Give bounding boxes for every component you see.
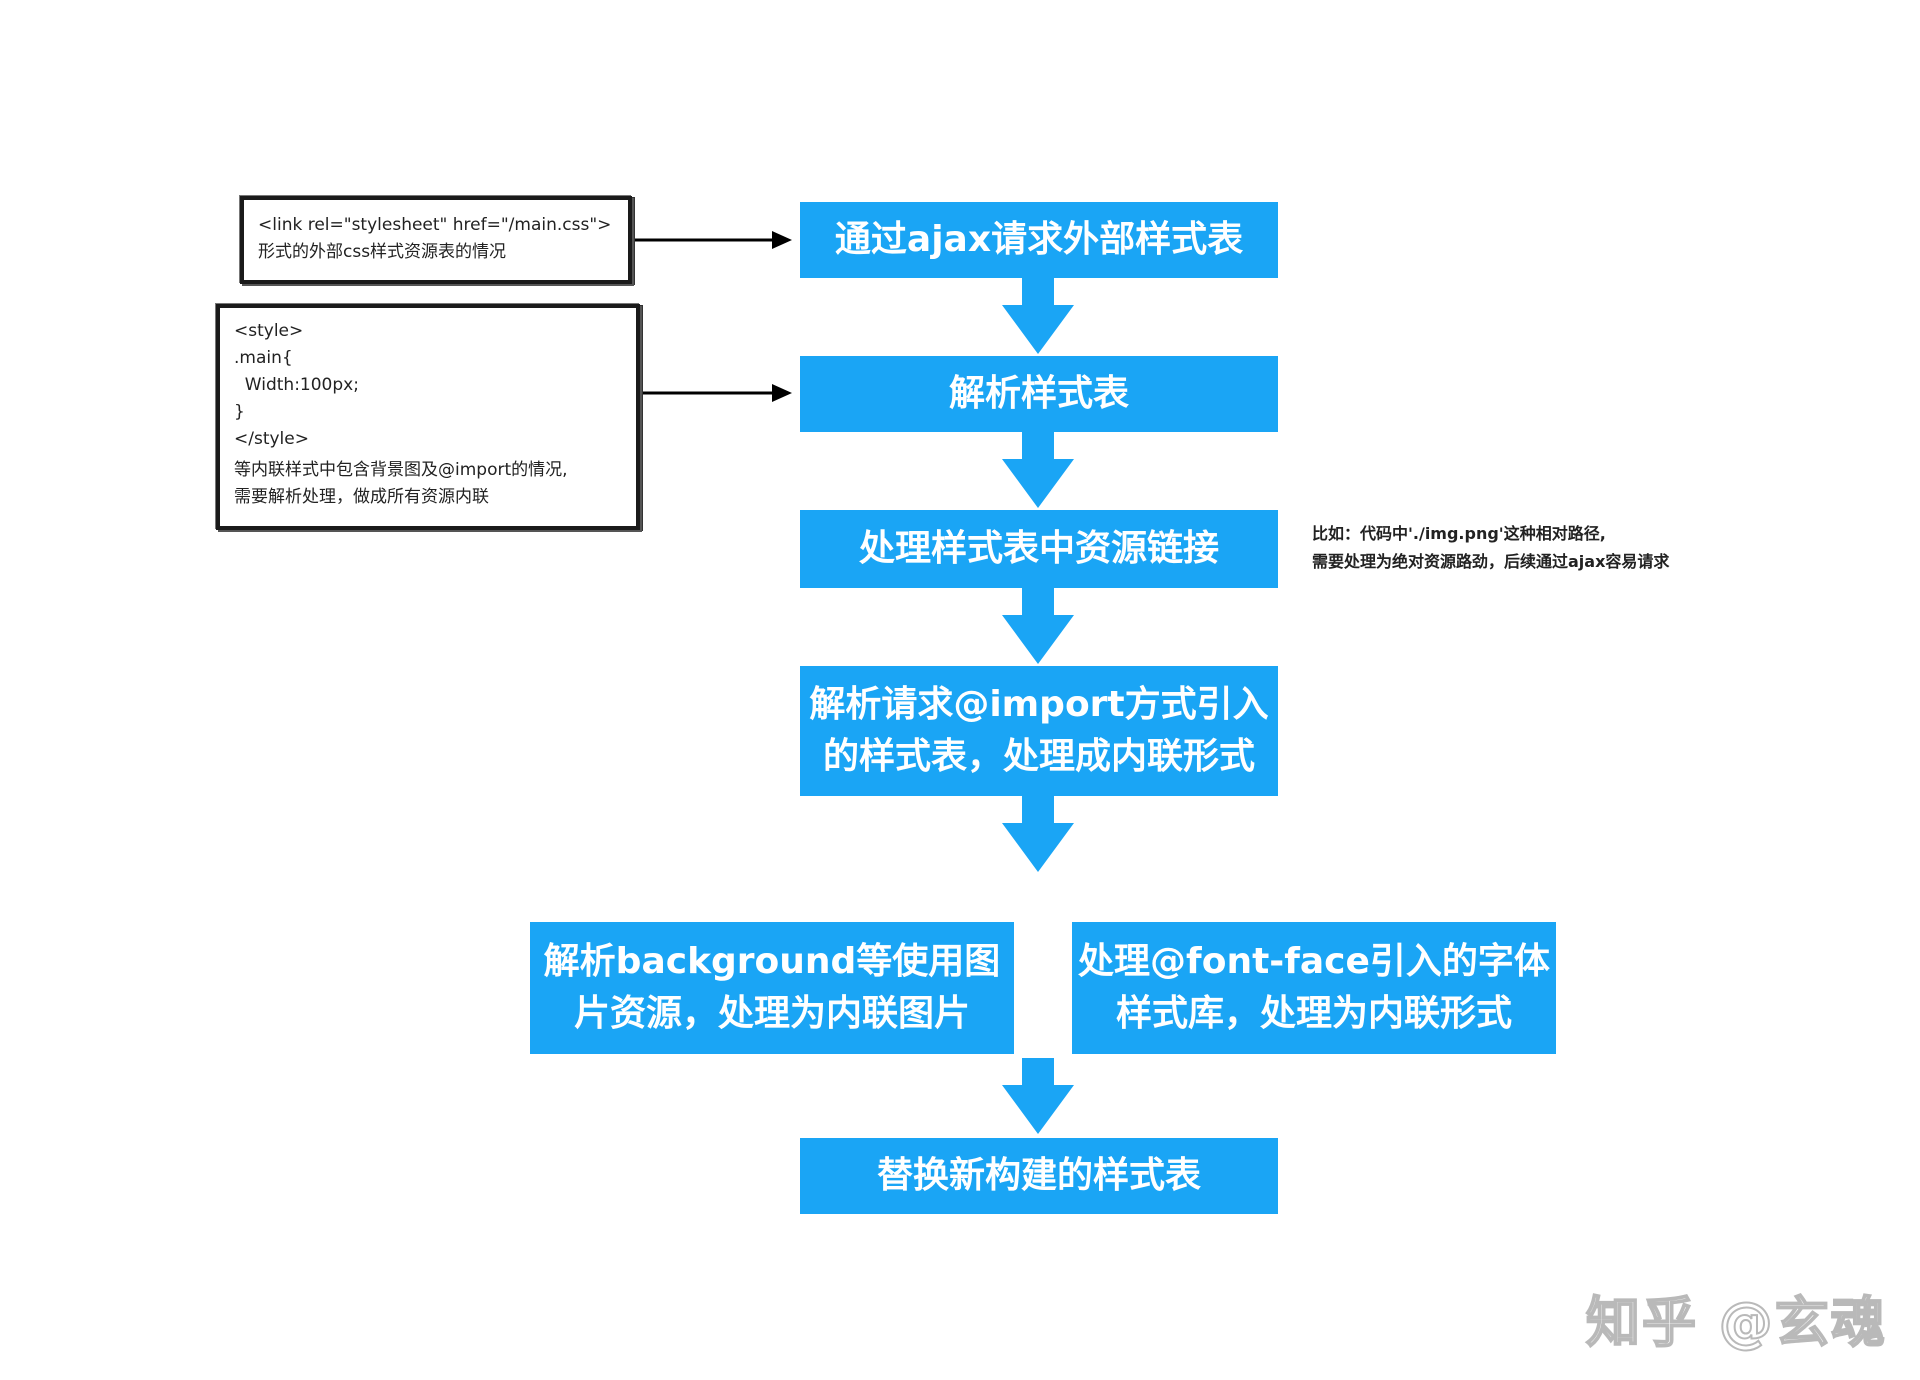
step-parse-import: 解析请求@import方式引入 的样式表，处理成内联形式	[800, 666, 1278, 796]
code-line: .main{	[234, 348, 293, 368]
side-arrows	[634, 231, 792, 402]
link-input-box: <link rel="stylesheet" href="/main.css">…	[240, 196, 632, 284]
step-label: 片资源，处理为内联图片	[573, 993, 970, 1034]
arrow-s3-s4	[1002, 588, 1074, 664]
style-input-box: <style> .main{ Width:100px; } </style> 等…	[216, 304, 640, 530]
code-line: 需要解析处理，做成所有资源内联	[234, 487, 489, 507]
resource-link-note: 比如：代码中'./img.png'这种相对路径, 需要处理为绝对资源路劲，后续通…	[1312, 520, 1669, 576]
step-label: 解析background等使用图	[543, 940, 1001, 982]
step-parse-stylesheet: 解析样式表	[800, 356, 1278, 432]
arrow-s2-s3	[1002, 432, 1074, 508]
arrow-s1-s2	[1002, 278, 1074, 354]
code-line: }	[234, 402, 245, 422]
arrow-s5-s6	[1002, 1058, 1074, 1134]
code-line: </style>	[234, 429, 309, 449]
note-line: 需要处理为绝对资源路劲，后续通过ajax容易请求	[1312, 552, 1670, 571]
step-label: 替换新构建的样式表	[876, 1154, 1201, 1196]
arrow-style-head	[772, 384, 792, 402]
code-line: Width:100px;	[234, 375, 359, 395]
step-fetch-external-stylesheet: 通过ajax请求外部样式表	[800, 202, 1278, 278]
step-replace-stylesheet: 替换新构建的样式表	[800, 1138, 1278, 1214]
code-line: 形式的外部css样式资源表的情况	[258, 242, 507, 262]
note-line: 比如：代码中'./img.png'这种相对路径,	[1312, 524, 1606, 543]
code-line: <link rel="stylesheet" href="/main.css">	[258, 215, 612, 235]
step-label: 样式库，处理为内联形式	[1115, 993, 1512, 1034]
step-inline-background-images: 解析background等使用图 片资源，处理为内联图片	[530, 922, 1014, 1054]
arrow-s4-s5	[1002, 796, 1074, 872]
code-line: <style>	[234, 321, 304, 341]
step-inline-font-face: 处理@font-face引入的字体 样式库，处理为内联形式	[1072, 922, 1556, 1054]
step-label: 的样式表，处理成内联形式	[822, 736, 1255, 777]
watermark: 知乎 @玄魂	[1585, 1290, 1887, 1355]
step-label: 通过ajax请求外部样式表	[834, 218, 1244, 260]
step-label: 解析请求@import方式引入	[809, 683, 1269, 725]
down-arrows	[1002, 278, 1074, 1134]
arrow-link-head	[772, 231, 792, 249]
step-process-resource-links: 处理样式表中资源链接	[800, 510, 1278, 588]
step-label: 处理样式表中资源链接	[858, 527, 1219, 569]
code-line: 等内联样式中包含背景图及@import的情况,	[234, 460, 568, 480]
step-label: 处理@font-face引入的字体	[1078, 940, 1550, 982]
step-label: 解析样式表	[948, 372, 1129, 414]
